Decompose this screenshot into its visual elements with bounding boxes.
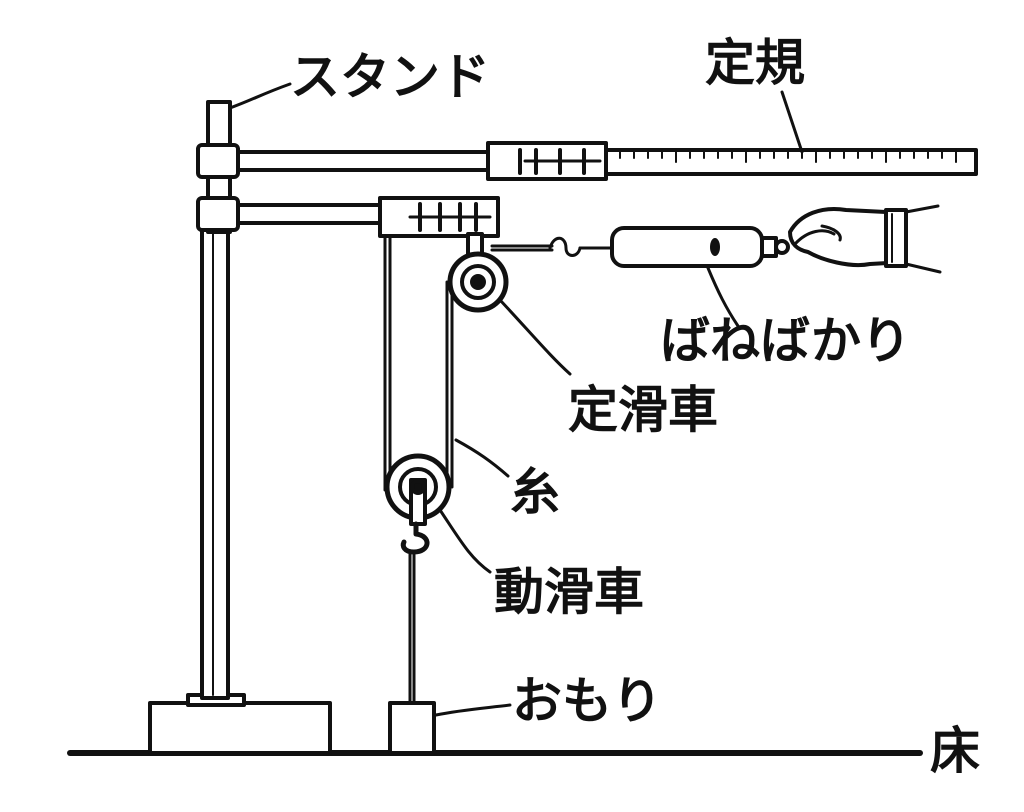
spring-scale	[548, 226, 790, 268]
ruler-assembly	[236, 141, 978, 181]
movable-pulley-label: 動滑車	[494, 563, 644, 621]
upper-arm-rod	[236, 150, 492, 172]
movable-pulley	[384, 453, 452, 555]
spring-scale-body	[610, 226, 764, 268]
stand-base	[148, 701, 332, 755]
fixed-pulley	[447, 251, 509, 313]
ruler	[604, 148, 978, 176]
spring-scale-label: ばねばかり	[660, 312, 911, 370]
string	[383, 234, 554, 705]
weight-label: おもり	[512, 672, 662, 730]
ruler-label: 定規	[705, 34, 805, 92]
hand-icon	[788, 204, 942, 274]
fixed-pulley-label: 定滑車	[568, 381, 718, 439]
hook	[400, 521, 430, 555]
upper-clamp	[196, 143, 240, 179]
floor-label: 床	[930, 722, 980, 780]
stand-pole	[200, 226, 230, 700]
string-label: 糸	[510, 463, 560, 521]
lower-clamp	[196, 196, 240, 232]
weight	[388, 701, 436, 755]
stand-label: スタンド	[290, 48, 490, 106]
stand	[148, 100, 332, 755]
lower-arm-rod	[236, 203, 385, 225]
leader-lines	[228, 82, 804, 717]
